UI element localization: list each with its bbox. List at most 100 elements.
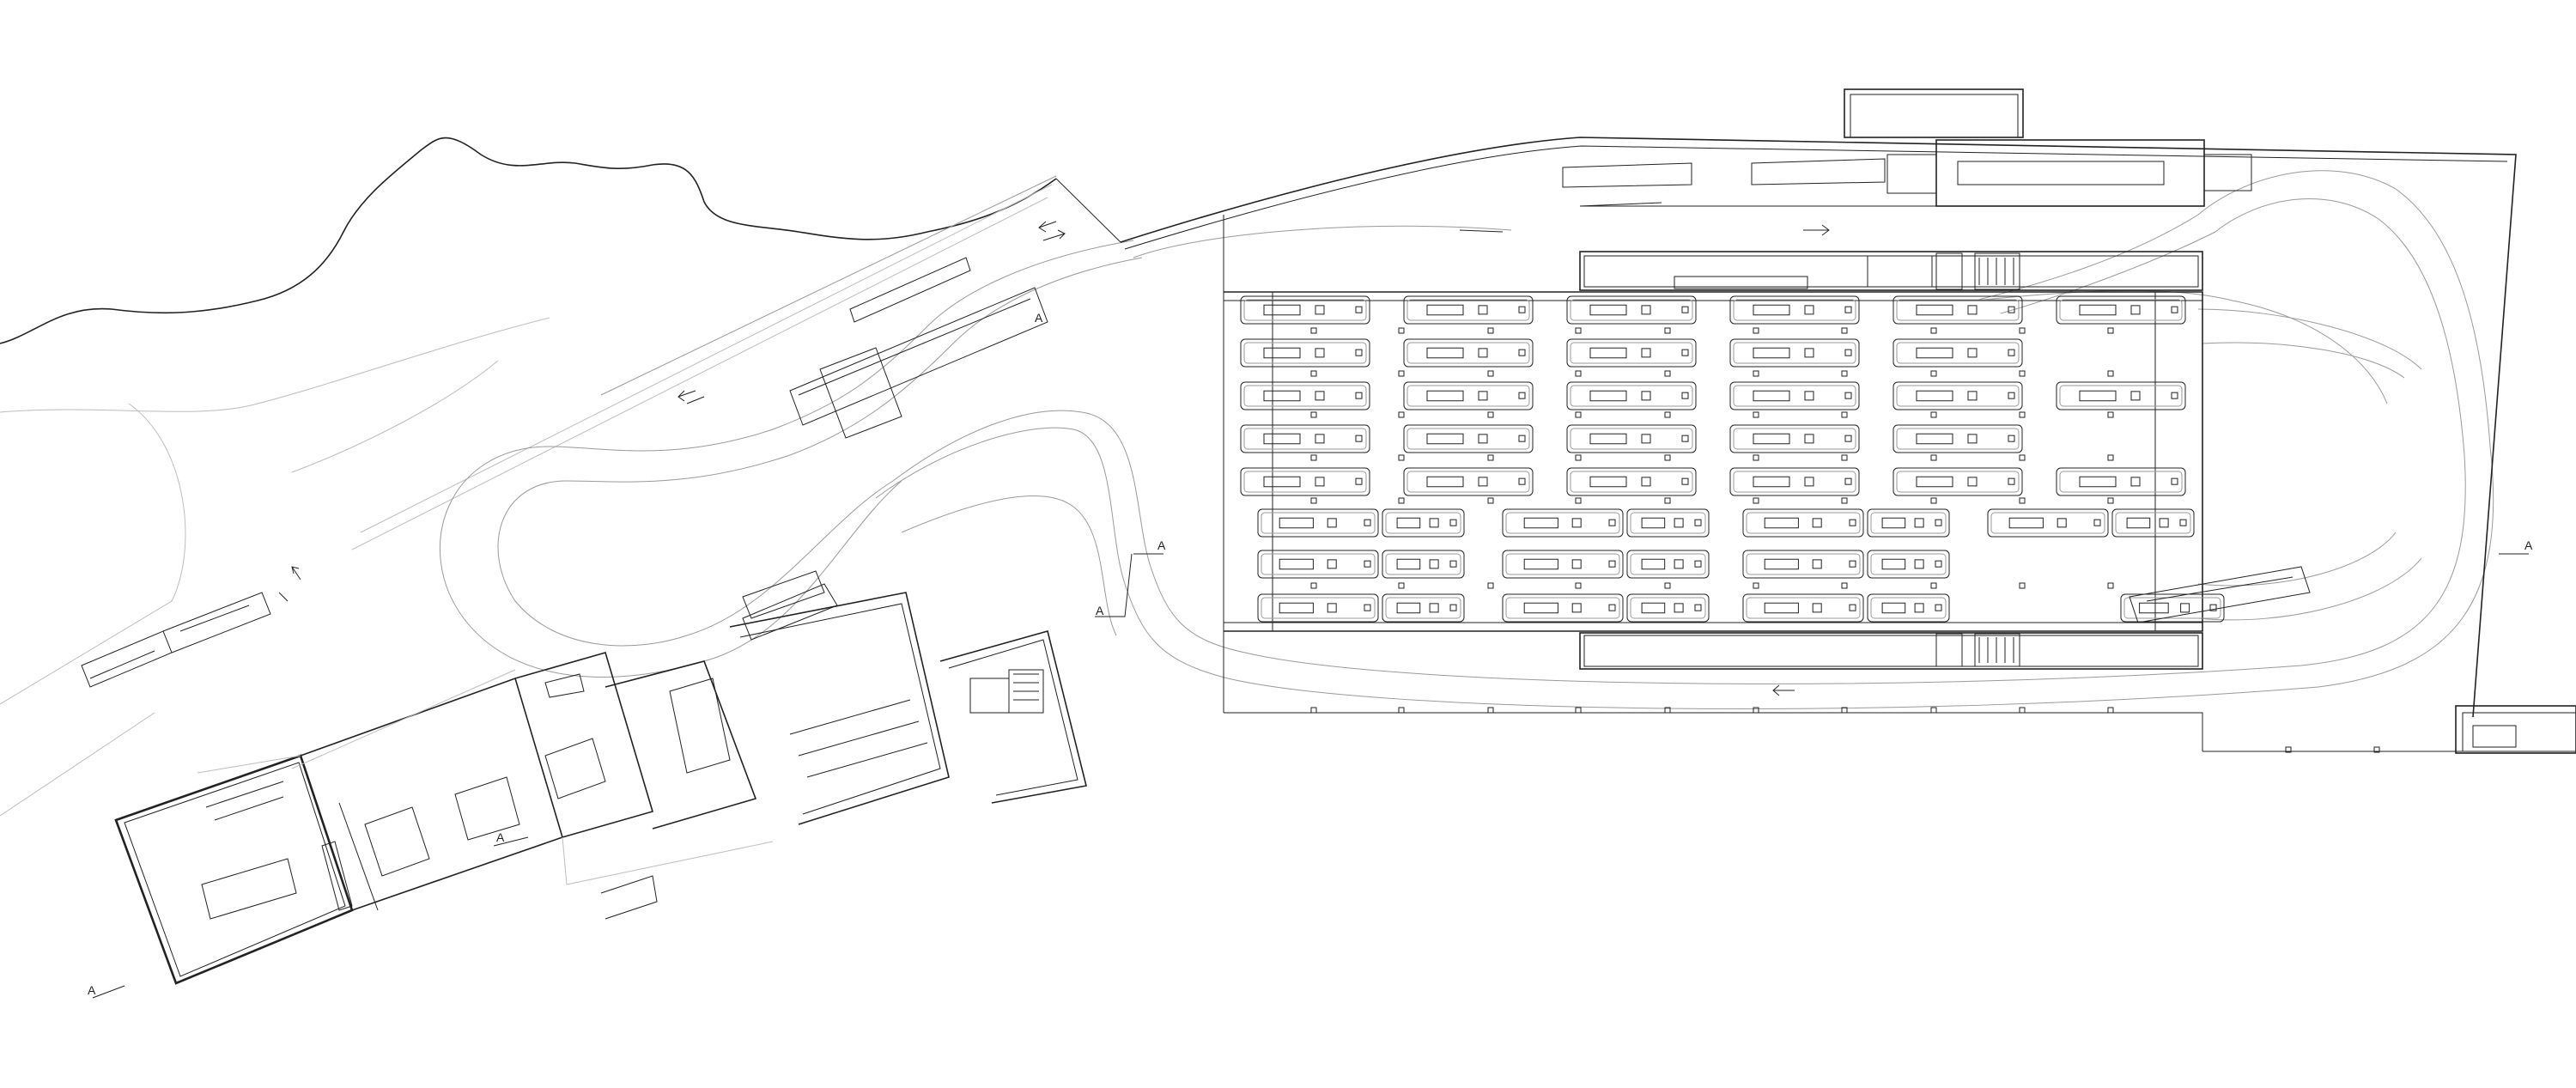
bus-bay <box>1626 508 1710 538</box>
bus-bay-marker <box>1355 435 1363 442</box>
bus-bay-inner <box>1406 428 1530 450</box>
column-marker <box>2373 746 2380 753</box>
bus-bay-marker <box>1844 306 1852 313</box>
main-terminal-building <box>1120 88 2576 754</box>
bus-bay-kiosk <box>1914 603 1924 613</box>
bus-bay-inner <box>1406 471 1530 493</box>
bus-bay-kiosk <box>1315 305 1325 315</box>
bus-bay <box>1257 593 1379 623</box>
column-marker <box>2107 582 2114 589</box>
bus-bay-marker <box>1608 519 1616 526</box>
bus-bay-bench <box>1916 347 1953 359</box>
bus-bay-marker <box>1449 560 1457 568</box>
bus-bay-inner <box>2059 385 2183 407</box>
column-marker <box>2019 454 2026 461</box>
bus-bay-inner <box>1570 385 1693 407</box>
bus-bay <box>1566 424 1697 453</box>
bus-bay-bench <box>1753 476 1790 488</box>
bus-bay-bench <box>2079 476 2117 488</box>
bus-bay-inner <box>1896 471 2020 493</box>
column-marker <box>1930 707 1937 714</box>
bus-bay-inner <box>1630 597 1706 619</box>
bus-bay <box>1893 467 2023 496</box>
column-marker <box>2019 497 2026 504</box>
bus-bay-kiosk <box>1674 603 1684 613</box>
bus-bay <box>1729 295 1860 325</box>
bus-bay-bench <box>1263 304 1301 316</box>
column-marker <box>1487 411 1494 418</box>
bus-bay-bench <box>1881 558 1906 570</box>
bus-bay-inner <box>1406 299 1530 321</box>
bus-bay <box>1240 467 1370 496</box>
column-marker <box>1398 582 1405 589</box>
bus-bay-bench <box>1641 517 1666 529</box>
bus-bay-bench <box>2126 517 2151 529</box>
bus-bay <box>1893 295 2023 325</box>
bus-bay-kiosk <box>1429 518 1439 528</box>
bus-bay-kiosk <box>1967 391 1978 401</box>
column-marker <box>2019 707 2026 714</box>
section-markers: A A A A A A <box>88 311 2533 999</box>
bus-bay-bench <box>1881 517 1906 529</box>
bus-bay-marker <box>2179 519 2187 526</box>
bus-bay-kiosk <box>1967 305 1978 315</box>
bus-bay-bench <box>1589 347 1627 359</box>
bus-bay <box>2056 467 2186 496</box>
bus-bay-bench <box>1916 433 1953 445</box>
bus-bay <box>1867 593 1950 623</box>
column-marker <box>1930 497 1937 504</box>
bus-bay-marker <box>2008 349 2015 356</box>
column-marker <box>1664 707 1671 714</box>
bus-bay-inner <box>1243 342 1367 364</box>
bus-bay-marker <box>1694 604 1702 611</box>
bus-bay <box>1240 424 1370 453</box>
bus-bay-marker <box>1681 306 1689 313</box>
bus-bay-marker <box>2008 392 2015 399</box>
bus-bay-inner <box>1505 512 1620 534</box>
bus-bay-bench <box>1426 304 1464 316</box>
bus-bay-inner <box>1990 512 2105 534</box>
bus-bay-bench <box>1753 347 1790 359</box>
bus-bay-inner <box>1243 471 1367 493</box>
bus-bay-inner <box>1746 597 1861 619</box>
bus-bay-inner <box>1570 428 1693 450</box>
bus-bay-bench <box>2139 602 2169 614</box>
bus-bay-bench <box>1589 390 1627 402</box>
traffic-arrows <box>278 221 1830 696</box>
bus-bay <box>1403 338 1534 368</box>
column-marker <box>1841 370 1848 377</box>
bus-bay <box>1382 593 1465 623</box>
bus-bay-bench <box>1589 433 1627 445</box>
bus-bay-inner <box>2059 299 2183 321</box>
column-marker <box>1575 327 1582 334</box>
bus-bay-marker <box>1935 519 1942 526</box>
column-marker <box>1753 370 1759 377</box>
bus-bay-bench <box>1589 304 1627 316</box>
bus-bay-kiosk <box>1429 603 1439 613</box>
column-marker <box>1753 411 1759 418</box>
bus-bay-marker <box>1849 604 1856 611</box>
bus-bay-kiosk <box>1315 391 1325 401</box>
bus-bay-marker <box>2171 477 2178 485</box>
bus-bay-marker <box>1681 435 1689 442</box>
bus-bay-inner <box>1630 512 1706 534</box>
bus-bay <box>2111 508 2195 538</box>
bus-bay <box>1893 338 2023 368</box>
bus-bay-inner <box>1896 428 2020 450</box>
column-marker <box>1575 497 1582 504</box>
bus-bay <box>1987 508 2109 538</box>
bus-bay-marker <box>1355 392 1363 399</box>
column-marker <box>2019 327 2026 334</box>
bus-bay-marker <box>1518 435 1526 442</box>
bus-bay-bench <box>1641 558 1666 570</box>
bus-bay-inner <box>1505 553 1620 575</box>
column-marker <box>1487 497 1494 504</box>
column-marker <box>1664 327 1671 334</box>
bus-bay-marker <box>2008 435 2015 442</box>
section-marker-label: A <box>1157 538 1166 552</box>
bus-bay-kiosk <box>1674 518 1684 528</box>
bus-bay-marker <box>1935 560 1942 568</box>
column-marker <box>2107 707 2114 714</box>
column-marker <box>1310 327 1317 334</box>
bus-bay-kiosk <box>2130 477 2141 487</box>
